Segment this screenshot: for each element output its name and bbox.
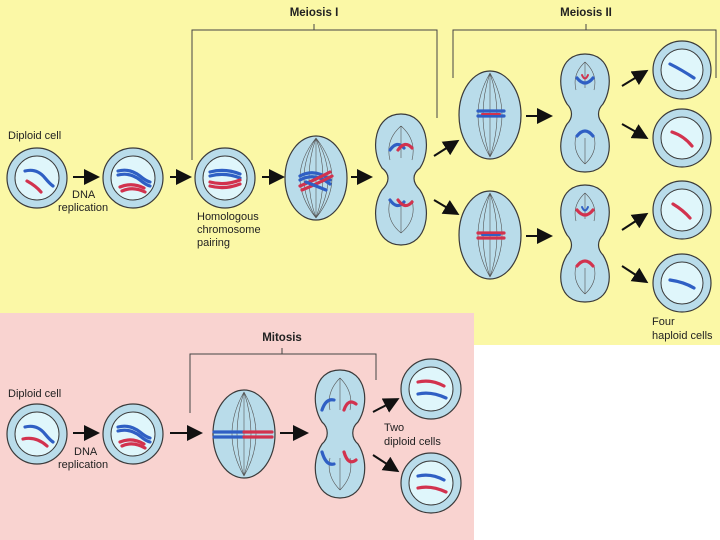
mitosis-metaphase-cell [212,389,276,479]
diploid-daughter-1 [400,358,462,420]
metaphase-2-top-cell [458,70,522,160]
mitosis-dna-label: DNA [74,446,98,458]
haploid-label-2: haploid cells [652,330,713,342]
arrow [621,212,649,231]
haploid-cell-2 [652,108,712,168]
haploid-cell-1 [652,40,712,100]
meiosis-2-title: Meiosis II [560,7,612,19]
arrow [372,454,400,473]
diploid-result-label-2: diploid cells [384,436,441,448]
arrow [621,123,649,139]
haploid-cell-3 [652,180,712,240]
pairing-label-1: Homologous [197,211,259,223]
pairing-label-3: pairing [197,237,230,249]
diploid-daughter-2 [400,452,462,514]
mitosis-replication-label: replication [58,459,108,471]
arrow [372,398,400,413]
arrow [433,139,460,157]
meiosis-2-bracket [452,24,717,78]
arrow [433,199,460,216]
metaphase-1-cell [284,135,348,221]
mitosis-replicated-cell [102,403,164,465]
mitosis-diploid-cell [6,403,68,465]
meiosis-replication-label: replication [58,202,108,214]
mitosis-bracket [189,348,377,413]
pairing-cell [194,147,256,209]
meiosis-diploid-cell [6,147,68,209]
haploid-label-1: Four [652,316,675,328]
arrow [621,69,649,87]
mitosis-diploid-label: Diploid cell [8,388,61,400]
meiosis-diploid-label: Diploid cell [8,130,61,142]
pairing-label-2: chromosome [197,224,261,236]
meiosis-replicated-cell [102,147,164,209]
mitosis-title: Mitosis [262,332,302,344]
meiosis-dna-label: DNA [72,189,96,201]
mitosis-telophase-cell [314,369,366,499]
meiosis-1-title: Meiosis I [290,7,339,19]
meiosis-1-bracket [191,24,438,160]
haploid-cell-4 [652,253,712,313]
telophase-2-bottom-cell [560,184,610,303]
arrow [621,265,649,284]
telophase-2-top-cell [560,53,610,173]
telophase-1-cell [375,113,427,246]
diploid-result-label-1: Two [384,422,404,434]
metaphase-2-bottom-cell [458,190,522,280]
